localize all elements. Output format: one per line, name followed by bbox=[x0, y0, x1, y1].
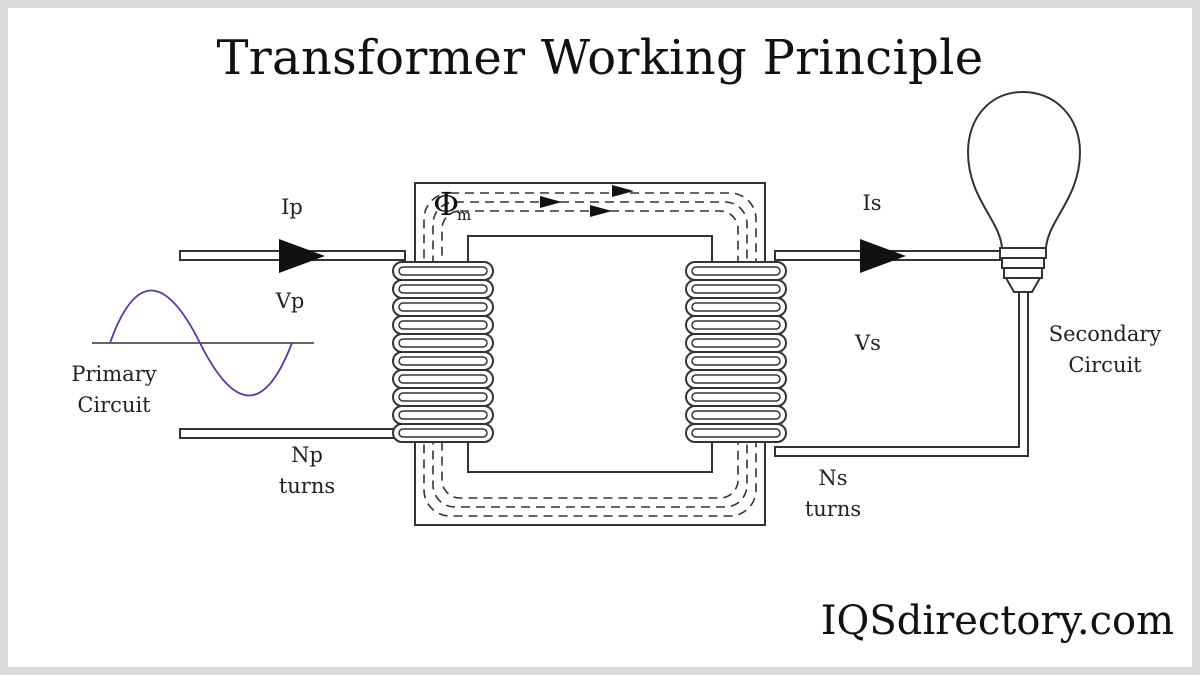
secondary-circuit-label: Secondary Circuit bbox=[1030, 319, 1180, 381]
primary-circuit-line-1: Primary bbox=[71, 362, 157, 386]
coil-turn-inner bbox=[398, 410, 488, 420]
coil-turn bbox=[685, 387, 787, 407]
coil-turn bbox=[685, 261, 787, 281]
primary-turns-line-1: Np bbox=[291, 443, 323, 467]
coil-turn-inner bbox=[691, 338, 781, 348]
coil-turn bbox=[685, 279, 787, 299]
coil-turn bbox=[392, 279, 494, 299]
coil-turn-inner bbox=[691, 374, 781, 384]
coil-turn bbox=[685, 333, 787, 353]
secondary-circuit-line-1: Secondary bbox=[1048, 322, 1162, 346]
coil-turn bbox=[685, 423, 787, 443]
secondary-turns-line-2: turns bbox=[804, 497, 862, 521]
page-title: Transformer Working Principle bbox=[216, 30, 984, 86]
light-bulb-icon bbox=[966, 90, 1082, 293]
coil-turn bbox=[685, 369, 787, 389]
coil-turn-inner bbox=[691, 410, 781, 420]
coil-turn-inner bbox=[398, 338, 488, 348]
primary-voltage-label: Vp bbox=[275, 289, 305, 313]
coil-turn-inner bbox=[398, 428, 488, 438]
primary-wires bbox=[179, 250, 406, 439]
primary-current-label: Ip bbox=[281, 195, 303, 219]
coil-turn-inner bbox=[691, 302, 781, 312]
ac-source-waveform bbox=[92, 289, 314, 397]
coil-turn bbox=[392, 423, 494, 443]
primary-coil bbox=[392, 261, 494, 443]
coil-turn-inner bbox=[398, 266, 488, 276]
secondary-turns-label: Ns turns bbox=[788, 463, 878, 525]
coil-turn bbox=[685, 351, 787, 371]
coil-turn-inner bbox=[398, 284, 488, 294]
secondary-coil bbox=[685, 261, 787, 443]
primary-turns-label: Np turns bbox=[262, 440, 352, 502]
secondary-current-arrow bbox=[860, 239, 906, 273]
coil-turn-inner bbox=[691, 392, 781, 402]
primary-current-arrow bbox=[279, 239, 325, 273]
secondary-voltage-label: Vs bbox=[855, 331, 881, 355]
primary-circuit-label: Primary Circuit bbox=[50, 359, 178, 421]
coil-turn-inner bbox=[691, 428, 781, 438]
coil-turn bbox=[392, 351, 494, 371]
primary-circuit-line-2: Circuit bbox=[77, 393, 151, 417]
secondary-wires bbox=[774, 250, 1029, 457]
coil-turn-inner bbox=[691, 320, 781, 330]
coil-turn-inner bbox=[398, 374, 488, 384]
coil-turn bbox=[392, 315, 494, 335]
coil-turn-inner bbox=[398, 392, 488, 402]
coil-turn bbox=[392, 405, 494, 425]
coil-turn bbox=[685, 315, 787, 335]
coil-turn-inner bbox=[691, 356, 781, 366]
flux-arrows bbox=[540, 185, 634, 217]
coil-turn bbox=[685, 297, 787, 317]
flux-symbol: Φ bbox=[433, 185, 459, 223]
secondary-circuit-line-2: Circuit bbox=[1068, 353, 1142, 377]
coil-turn-inner bbox=[691, 284, 781, 294]
coil-turn bbox=[392, 387, 494, 407]
coil-turn-inner bbox=[398, 356, 488, 366]
brand-logo: IQSdirectory.com bbox=[820, 598, 1174, 644]
primary-turns-line-2: turns bbox=[278, 474, 336, 498]
coil-turn bbox=[392, 333, 494, 353]
flux-subscript: m bbox=[457, 206, 471, 224]
coil-turn-inner bbox=[398, 302, 488, 312]
coil-turn bbox=[392, 297, 494, 317]
coil-turn bbox=[392, 369, 494, 389]
secondary-current-label: Is bbox=[862, 191, 882, 215]
coil-turn-inner bbox=[398, 320, 488, 330]
coil-turn-inner bbox=[691, 266, 781, 276]
secondary-turns-line-1: Ns bbox=[818, 466, 848, 490]
coil-turn bbox=[685, 405, 787, 425]
coil-turn bbox=[392, 261, 494, 281]
